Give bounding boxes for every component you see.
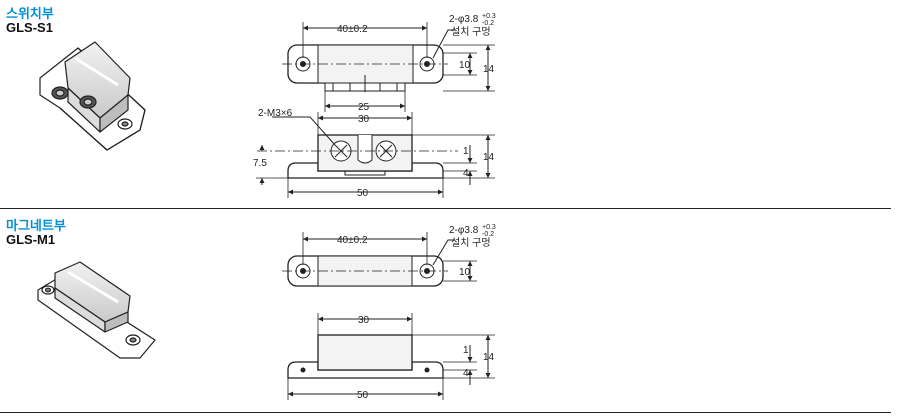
switch-dim-4: 4 bbox=[463, 168, 469, 179]
magnet-top-view-labels: 40±0.2 2-φ3.8 +0.3 -0.2 설치 구멍 10 bbox=[337, 224, 496, 278]
magnet-dim-14: 14 bbox=[483, 352, 495, 363]
magnet-dim-4: 4 bbox=[463, 368, 469, 379]
switch-top-view-labels: 40±0.2 2-φ3.8 +0.3 -0.2 설치 구멍 10 14 25 bbox=[337, 13, 496, 113]
magnet-hole-spec: 2-φ3.8 bbox=[449, 225, 479, 236]
switch-product-illustration bbox=[39, 41, 146, 151]
model-name-switch: GLS-S1 bbox=[6, 20, 53, 35]
magnet-dim-30: 30 bbox=[358, 315, 370, 326]
section-divider bbox=[0, 208, 891, 209]
magnet-dim-1: 1 bbox=[463, 345, 469, 356]
magnet-product-illustration bbox=[37, 261, 156, 359]
switch-dim-7-5: 7.5 bbox=[253, 158, 267, 169]
section-title-switch: 스위치부 bbox=[6, 6, 54, 21]
switch-screw-spec: 2-M3×6 bbox=[258, 108, 293, 119]
switch-side-view-labels: 2-M3×6 30 7.5 1 14 4 50 bbox=[253, 108, 495, 199]
switch-hole-spec: 2-φ3.8 bbox=[449, 14, 479, 25]
switch-dim-30: 30 bbox=[358, 114, 370, 125]
magnet-side-view bbox=[287, 313, 495, 400]
switch-dim-10: 10 bbox=[459, 60, 471, 71]
magnet-hole-label: 설치 구멍 bbox=[451, 237, 491, 249]
switch-width-dim: 40±0.2 bbox=[337, 24, 368, 35]
switch-dim-14-top: 14 bbox=[483, 64, 495, 75]
magnet-top-view bbox=[282, 232, 477, 287]
switch-dim-14-side: 14 bbox=[483, 152, 495, 163]
magnet-hole-tol-upper: +0.3 bbox=[482, 224, 496, 231]
section-title-magnet: 마그네트부 bbox=[6, 218, 66, 233]
magnet-hole-tol-lower: -0.2 bbox=[482, 231, 494, 238]
switch-hole-label: 설치 구멍 bbox=[451, 26, 491, 38]
switch-side-view bbox=[256, 112, 495, 198]
bottom-divider bbox=[0, 412, 891, 413]
switch-dim-50: 50 bbox=[357, 188, 369, 199]
switch-hole-tol-upper: +0.3 bbox=[482, 13, 496, 20]
model-name-magnet: GLS-M1 bbox=[6, 232, 56, 247]
switch-hole-tol-lower: -0.2 bbox=[482, 20, 494, 27]
switch-top-view bbox=[282, 22, 495, 112]
switch-dim-1: 1 bbox=[463, 146, 469, 157]
magnet-dim-50: 50 bbox=[357, 390, 369, 401]
switch-dim-25: 25 bbox=[358, 102, 370, 113]
magnet-side-view-labels: 30 1 14 4 50 bbox=[357, 315, 495, 401]
magnet-width-dim: 40±0.2 bbox=[337, 235, 368, 246]
magnet-dim-10: 10 bbox=[459, 267, 471, 278]
